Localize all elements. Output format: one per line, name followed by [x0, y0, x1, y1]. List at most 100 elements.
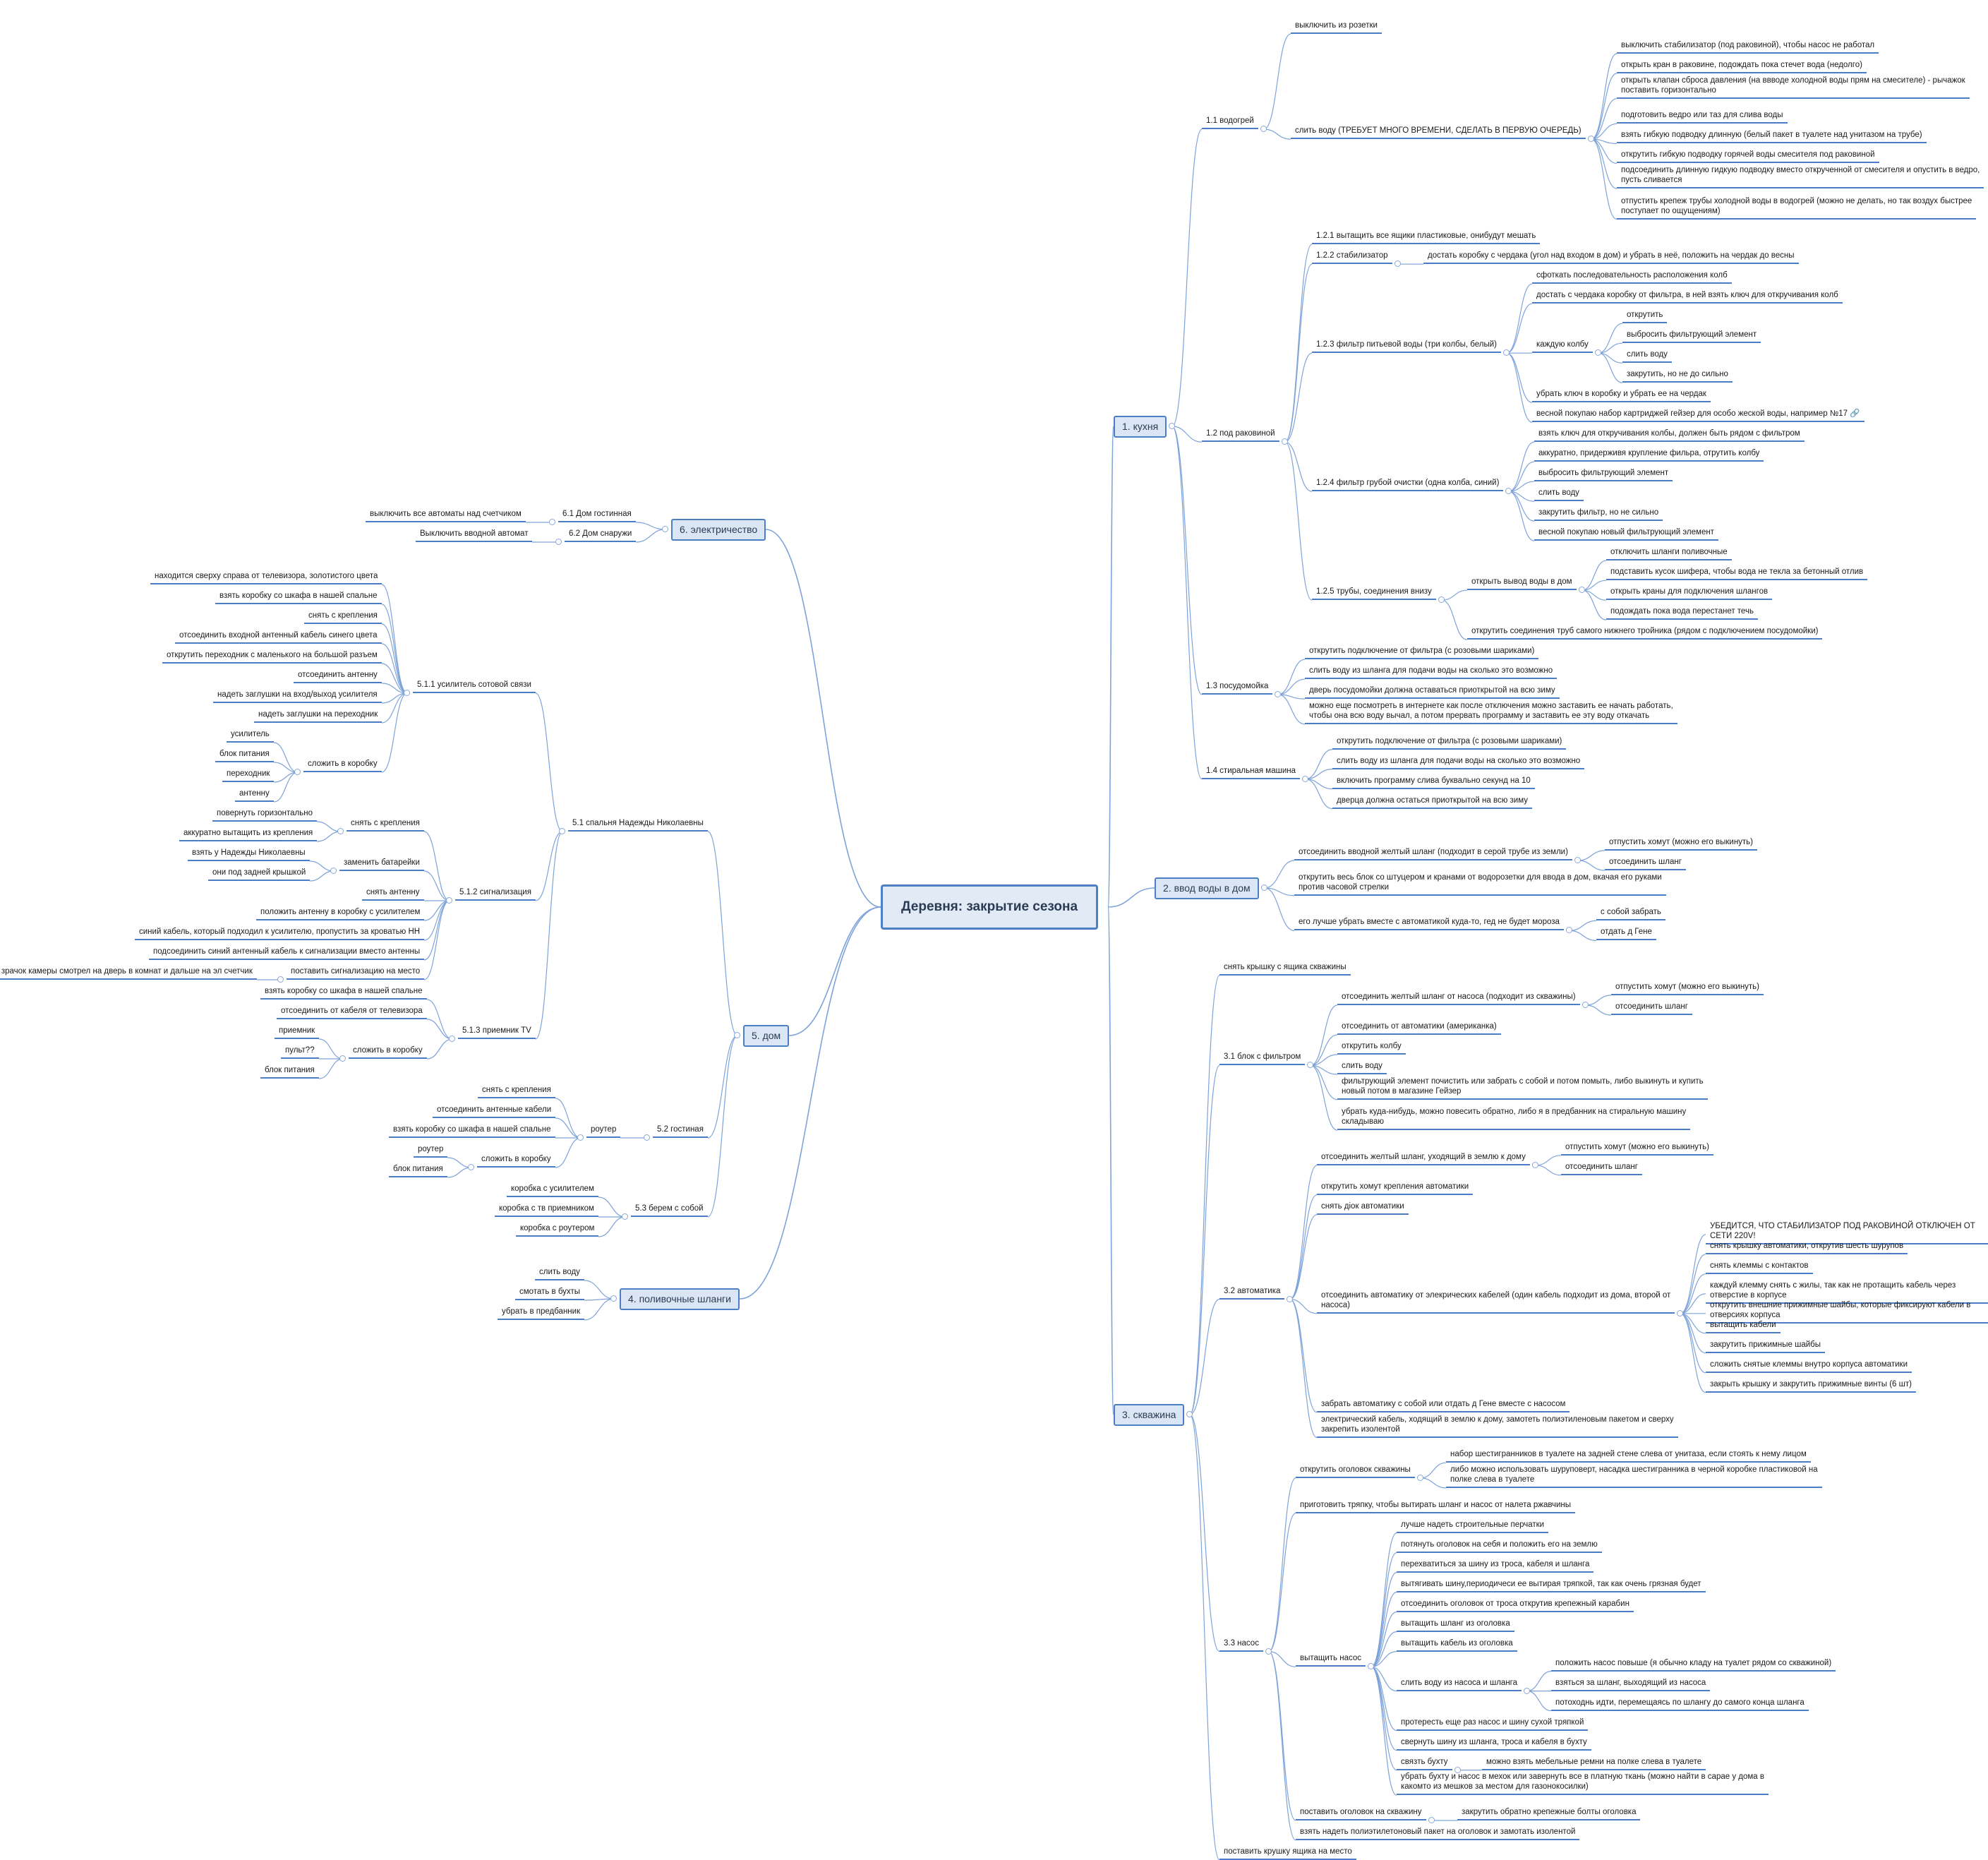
topic-slit-vodu[interactable]: слить воду: [1337, 1061, 1387, 1074]
collapse-toggle[interactable]: [1287, 1295, 1293, 1302]
collapse-toggle[interactable]: [1595, 349, 1601, 356]
topic-otklyuchit-shlangi-polivochnye[interactable]: отключить шланги поливочные: [1606, 547, 1732, 561]
topic-otpustit-krepezh-truby-holodnoy-vody-v-v[interactable]: отпустить крепеж трубы холодной воды в в…: [1617, 196, 1977, 220]
collapse-toggle[interactable]: [1582, 1002, 1589, 1008]
collapse-toggle[interactable]: [330, 868, 337, 874]
topic-otkrutit-perehodnik-s-malenkogo-na-bolsh[interactable]: открутить переходник с маленького на бол…: [162, 650, 382, 664]
topic-korobka-s-tv-priemnikom[interactable]: коробка с тв приемником: [495, 1204, 598, 1217]
topic-zabrat-avtomatiku-s-soboy-ili-otdat-d-ge[interactable]: забрать автоматику с собой или отдать д …: [1317, 1399, 1570, 1412]
collapse-toggle[interactable]: [1417, 1474, 1423, 1481]
collapse-toggle[interactable]: [1677, 1309, 1683, 1316]
topic-vzyatsya-za-shlang-vyhodyaschiy-iz-nasos[interactable]: взяться за шланг, выходящий из насоса: [1551, 1678, 1711, 1691]
topic-oni-pod-zadney-kryshkoy[interactable]: они под задней крышкой: [208, 868, 311, 881]
topic-slozhit-v-korobku[interactable]: сложить в коробку: [477, 1154, 555, 1168]
collapse-toggle[interactable]: [662, 526, 668, 532]
topic-otkrutit-gibkuyu-podvodku-goryachey-vody[interactable]: открутить гибкую подводку горячей воды с…: [1617, 150, 1879, 164]
topic-svyazt-buhtu[interactable]: связть бухту: [1397, 1757, 1452, 1770]
collapse-toggle[interactable]: [1368, 1663, 1374, 1670]
topic-otkrutit-vneshnie-prizhimnye-shayby-koto[interactable]: открутить внешние прижимные шайбы, котор…: [1706, 1300, 1988, 1324]
topic-korobka-s-usilitelem[interactable]: коробка с усилителем: [507, 1184, 598, 1197]
topic-otdat-d-gene[interactable]: отдать д Гене: [1596, 927, 1656, 941]
topic-luchshe-nadet-stroitelnye-perchatki[interactable]: лучше надеть строительные перчатки: [1397, 1520, 1549, 1533]
topic-otpustit-homut-mozhno-ego-vykinut[interactable]: отпустить хомут (можно его выкинуть): [1561, 1142, 1714, 1156]
topic-1-2-pod-rakovinoy[interactable]: 1.2 под раковиной: [1202, 428, 1279, 443]
topic-snyat-s-krepleniya[interactable]: снять с крепления: [478, 1085, 555, 1098]
topic-router[interactable]: роутер: [414, 1144, 448, 1158]
topic-6-1-dom-gostinnaya[interactable]: 6.1 Дом гостинная: [558, 509, 636, 522]
topic-vytaschit-shlang-iz-ogolovka[interactable]: вытащить шланг из оголовка: [1397, 1619, 1514, 1632]
topic-1-3-posudomoyka[interactable]: 1.3 посудомойка: [1202, 681, 1273, 695]
collapse-toggle[interactable]: [1503, 349, 1510, 356]
topic-polozhit-nasos-povyshe-ya-obychno-kladu-[interactable]: положить насос повыше (я обычно кладу на…: [1551, 1658, 1836, 1672]
collapse-toggle[interactable]: [1282, 438, 1288, 445]
topic-vytaschit-nasos[interactable]: вытащить насос: [1296, 1653, 1366, 1667]
collapse-toggle[interactable]: [449, 1036, 455, 1042]
collapse-toggle[interactable]: [549, 519, 555, 525]
topic-kazhduyu-kolbu[interactable]: каждую колбу: [1532, 340, 1593, 354]
topic-otkryt-kran-v-rakovine-podozhdat-poka-st[interactable]: открыть кран в раковине, подождать пока …: [1617, 60, 1867, 73]
collapse-toggle[interactable]: [1524, 1687, 1530, 1694]
topic-akkuratno-vytaschit-iz-krepleniya[interactable]: аккуратно вытащить из крепления: [179, 828, 318, 841]
topic-vybrosit-filtruyuschiy-element[interactable]: выбросить фильтрующий элемент: [1534, 468, 1673, 482]
collapse-toggle[interactable]: [1454, 1766, 1461, 1773]
topic-vzyat-klyuch-dlya-otkruchivaniya-kolby-d[interactable]: взять ключ для откручивания колбы, долже…: [1534, 428, 1805, 443]
topic-postavit-signalizaciyu-na-mesto[interactable]: поставить сигнализацию на место: [287, 966, 425, 980]
topic-slit-vodu-iz-nasosa-i-shlanga[interactable]: слить воду из насоса и шланга: [1397, 1678, 1522, 1691]
topic-slozhit-v-korobku[interactable]: сложить в коробку: [303, 759, 382, 772]
topic-dverca-dolzhna-ostatsya-priotkrytoy-na-v[interactable]: дверца должна остаться приоткрытой на вс…: [1332, 796, 1532, 809]
main-topic-2-vvod-vody-v-dom[interactable]: 2. ввод воды в дом: [1155, 877, 1259, 899]
topic-potyanut-ogolovok-na-sebya-i-polozhit-eg[interactable]: потянуть оголовок на себя и положить его…: [1397, 1540, 1602, 1553]
collapse-toggle[interactable]: [1532, 1161, 1538, 1168]
topic-vzyat-nadet-polietiletonovyy-paket-na-og[interactable]: взять надеть полиэтилетоновый пакет на о…: [1296, 1827, 1580, 1840]
topic-povernut-gorizontalno[interactable]: повернуть горизонтально: [212, 808, 317, 822]
topic-otkrutit-kolbu[interactable]: открутить колбу: [1337, 1041, 1406, 1055]
topic-snyat-diok-avtomatiki[interactable]: снять дiок автоматики: [1317, 1201, 1409, 1215]
topic-zakrutit-filtr-no-ne-silno[interactable]: закрутить фильтр, но не сильно: [1534, 508, 1663, 522]
collapse-toggle[interactable]: [1505, 488, 1512, 495]
collapse-toggle[interactable]: [1566, 927, 1572, 934]
topic-potohodn-idti-peremeschayas-po-shlangu-d[interactable]: потоходнь идти, перемещаясь по шлангу до…: [1551, 1698, 1809, 1711]
topic-otkryt-vyvod-vody-v-dom[interactable]: открыть вывод воды в дом: [1467, 577, 1577, 591]
topic-nadet-zaglushki-na-perehodnik[interactable]: надеть заглушки на переходник: [254, 709, 382, 723]
topic-vybrosit-filtruyuschiy-element[interactable]: выбросить фильтрующий элемент: [1622, 330, 1761, 344]
topic-vytaschit-kabeli[interactable]: вытащить кабели: [1706, 1320, 1781, 1333]
topic-podsoedinit-dlinnuyu-gidkuyu-podvodku-vm[interactable]: подсоединить длинную гидкую подводку вме…: [1617, 165, 1984, 189]
main-topic-3-skvazhina[interactable]: 3. скважина: [1114, 1403, 1185, 1426]
topic-3-3-nasos[interactable]: 3.3 насос: [1219, 1638, 1263, 1652]
topic-zakrutit-no-ne-do-silno[interactable]: закрутить, но не до сильно: [1622, 369, 1733, 383]
topic-snyat-s-krepleniya[interactable]: снять с крепления: [304, 611, 382, 624]
main-topic-6-elektrichestvo[interactable]: 6. электричество: [671, 518, 766, 541]
topic-smotat-v-buhty[interactable]: смотать в бухты: [515, 1287, 585, 1300]
main-topic-4-polivochnye-shlangi[interactable]: 4. поливочные шланги: [620, 1288, 740, 1310]
collapse-toggle[interactable]: [339, 1055, 346, 1062]
topic-usilitel[interactable]: усилитель: [227, 729, 274, 743]
collapse-toggle[interactable]: [1394, 260, 1401, 268]
topic-nabor-shestigrannikov-v-tualete-na-zadne[interactable]: набор шестигранников в туалете на задней…: [1446, 1449, 1811, 1463]
topic-antennu[interactable]: антенну: [235, 788, 274, 802]
collapse-toggle[interactable]: [404, 690, 410, 696]
topic-vyklyuchit-iz-rozetki[interactable]: выключить из розетки: [1291, 20, 1382, 34]
topic-5-1-spalnya-nadezhdy-nikolaevny[interactable]: 5.1 спальня Надежды Николаевны: [568, 818, 708, 832]
topic-elektricheskiy-kabel-hodyaschiy-v-zemlyu[interactable]: электрический кабель, ходящий в землю к …: [1317, 1415, 1678, 1438]
link-icon[interactable]: 🔗: [1848, 409, 1860, 419]
topic-perehodnik[interactable]: переходник: [222, 769, 275, 782]
topic-otsoedinit-zheltyy-shlang-ot-nasosa-podh[interactable]: отсоединить желтый шланг от насоса (подх…: [1337, 992, 1580, 1005]
topic-blok-pitaniya[interactable]: блок питания: [389, 1164, 447, 1177]
topic-vzyat-u-nadezhdy-nikolaevny[interactable]: взять у Надежды Николаевны: [188, 848, 310, 861]
topic-5-2-gostinaya[interactable]: 5.2 гостиная: [653, 1124, 708, 1138]
topic-vesnoy-pokupayu-nabor-kartridzhey-geyzer[interactable]: весной покупаю набор картриджей гейзер д…: [1532, 409, 1864, 423]
topic-5-1-2-signalizaciya[interactable]: 5.1.2 сигнализация: [455, 887, 536, 901]
topic-vzyat-korobku-so-shkafa-v-nashey-spalne[interactable]: взять коробку со шкафа в нашей спальне: [215, 591, 382, 604]
topic-vyrovnyat-ee-tak-chtoby-zrachok-kamery-s[interactable]: выровнять ее так, чтобы зрачок камеры см…: [0, 966, 257, 980]
topic-vzyat-korobku-so-shkafa-v-nashey-spalne[interactable]: взять коробку со шкафа в нашей спальне: [389, 1124, 555, 1138]
topic-siniy-kabel-kotoryy-podhodil-k-usilitely[interactable]: синий кабель, который подходил к усилите…: [135, 927, 425, 940]
topic-otkryt-krany-dlya-podklyucheniya-shlango[interactable]: открыть краны для подключения шлангов: [1606, 587, 1773, 601]
topic-router[interactable]: роутер: [586, 1124, 621, 1138]
collapse-toggle[interactable]: [1428, 1817, 1435, 1823]
collapse-toggle[interactable]: [468, 1164, 474, 1170]
topic-otsoedinit-ot-avtomatiki-amerikanka[interactable]: отсоединить от автоматики (американка): [1337, 1021, 1501, 1035]
collapse-toggle[interactable]: [555, 539, 562, 545]
topic-snyat-kryshku-s-yaschika-skvazhiny[interactable]: снять крышку с ящика скважины: [1219, 962, 1351, 976]
topic-podgotovit-vedro-ili-taz-dlya-sliva-vody[interactable]: подготовить ведро или таз для слива воды: [1617, 110, 1788, 124]
collapse-toggle[interactable]: [644, 1134, 650, 1141]
